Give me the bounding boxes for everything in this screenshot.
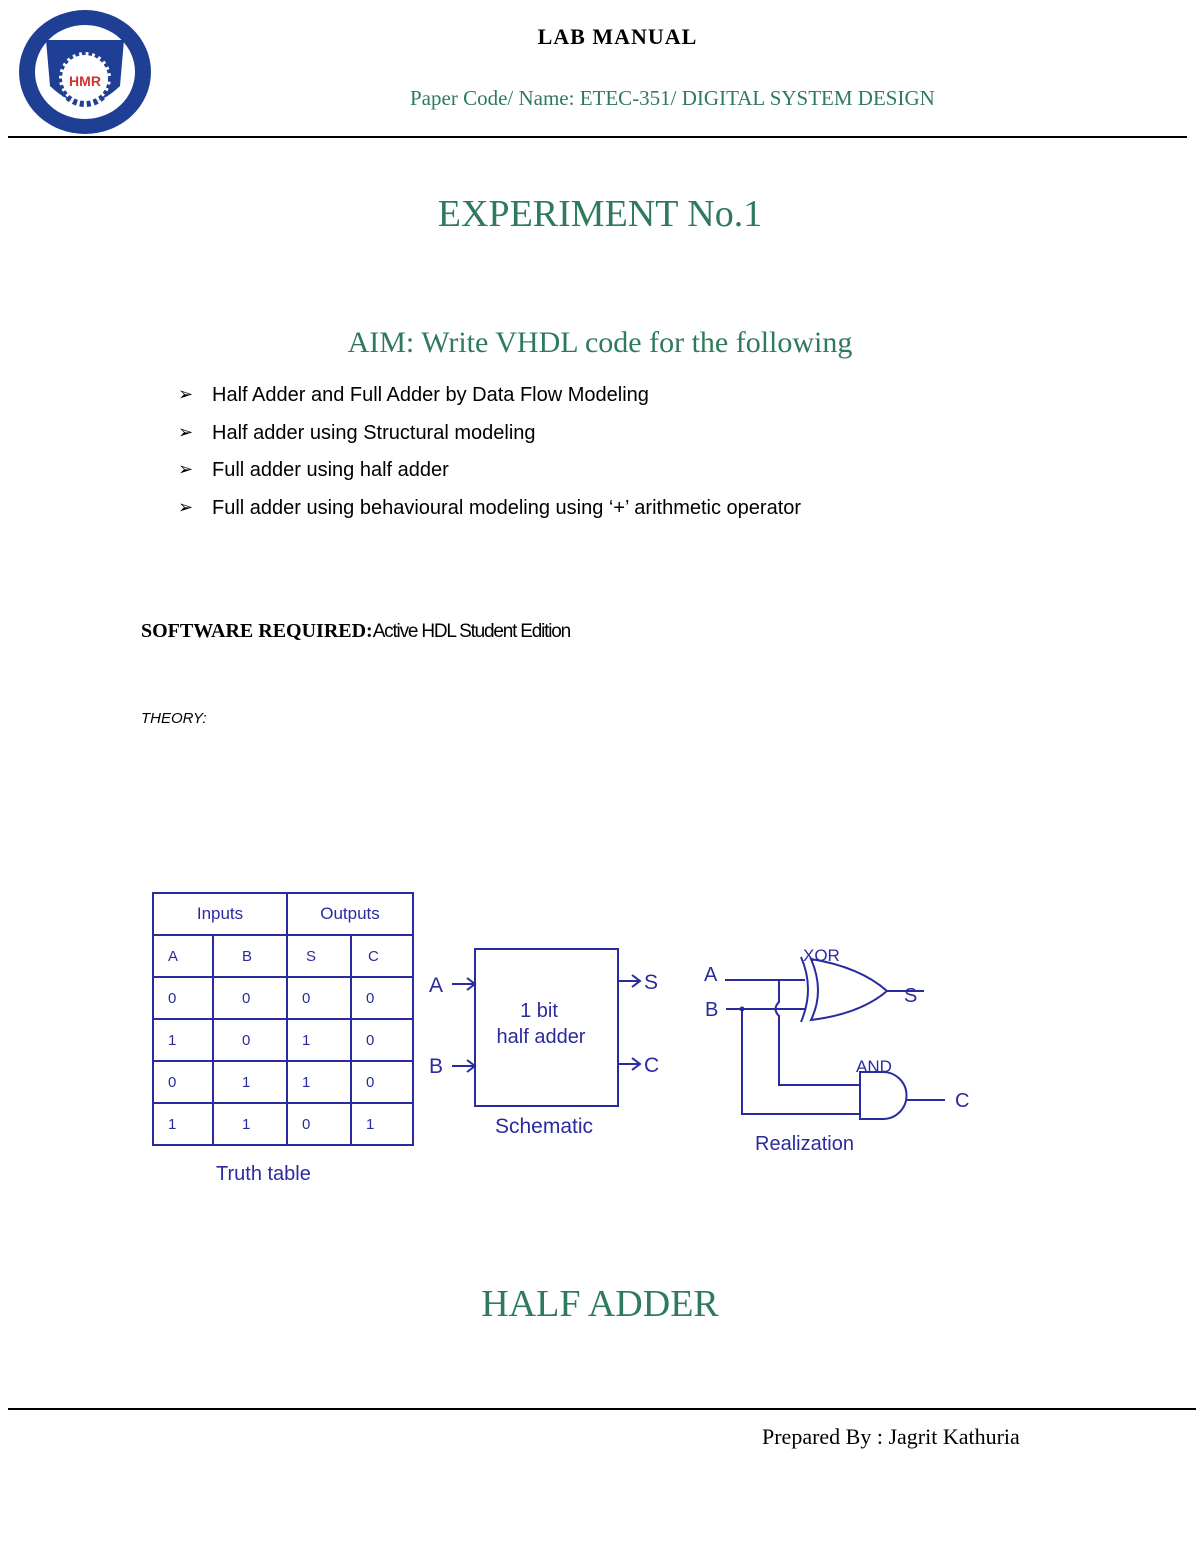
half-adder-box: [474, 948, 619, 1107]
cell: 1: [286, 1018, 352, 1062]
prepared-by: Prepared By : Jagrit Kathuria: [762, 1424, 1020, 1449]
column-c: C: [350, 934, 414, 978]
cell: 1: [350, 1102, 414, 1146]
arrow-bullet-icon: ➢: [178, 459, 194, 480]
list-item: ➢ Half adder using Structural modeling: [178, 422, 801, 460]
arrow-a-icon: [452, 977, 477, 991]
cell: 0: [286, 1102, 352, 1146]
theory-label: THEORY:: [141, 710, 207, 727]
schematic-output-c: C: [644, 1054, 659, 1077]
cell: 1: [286, 1060, 352, 1104]
manual-title: LAB MANUAL: [537, 24, 698, 49]
realization-input-b: B: [705, 999, 718, 1021]
arrow-bullet-icon: ➢: [178, 421, 194, 442]
list-item-text: Full adder using half adder: [212, 459, 449, 482]
header-divider: [8, 136, 1187, 138]
and-gate-icon: [859, 1071, 908, 1120]
xor-label: XOR: [803, 946, 840, 965]
list-item: ➢ Full adder using behavioural modeling u…: [178, 497, 801, 535]
section-title: HALF ADDER: [481, 1283, 719, 1325]
aim-heading: AIM: Write VHDL code for the following: [347, 326, 853, 359]
column-b: B: [212, 934, 288, 978]
aim-list: ➢ Half Adder and Full Adder by Data Flow …: [178, 384, 801, 535]
cell: 0: [286, 976, 352, 1020]
experiment-title: EXPERIMENT No.1: [437, 193, 763, 235]
column-s: S: [286, 934, 352, 978]
arrow-bullet-icon: ➢: [178, 497, 194, 518]
software-value: Active HDL Student Edition: [372, 621, 571, 642]
list-item-text: Half adder using Structural modeling: [212, 421, 536, 444]
table-column-row: A B S C: [152, 934, 414, 978]
realization-output-c: C: [955, 1090, 969, 1112]
inputs-header: Inputs: [152, 892, 288, 936]
arrow-s-icon: [618, 974, 642, 988]
software-required: SOFTWARE REQUIRED:Active HDL Student Edi…: [141, 620, 571, 643]
realization-circuit: [725, 956, 945, 1120]
schematic-input-a: A: [429, 974, 443, 997]
software-label: SOFTWARE REQUIRED:: [141, 620, 373, 642]
column-a: A: [152, 934, 214, 978]
realization-input-a: A: [704, 964, 718, 986]
paper-code: Paper Code/ Name: ETEC-351/ DIGITAL SYST…: [410, 86, 935, 110]
xor-gate-icon: [809, 957, 889, 1022]
cell: 0: [152, 1060, 214, 1104]
realization-caption: Realization: [755, 1133, 854, 1155]
footer-divider: [8, 1408, 1196, 1410]
xor-gate-back: [800, 956, 809, 1023]
outputs-header: Outputs: [286, 892, 414, 936]
cell: 0: [152, 976, 214, 1020]
schematic-label-line2: half adder: [497, 1026, 586, 1048]
table-header-row: Inputs Outputs: [152, 892, 414, 936]
institute-logo: HMR: [19, 10, 151, 134]
list-item: ➢ Half Adder and Full Adder by Data Flow …: [178, 384, 801, 422]
list-item-text: Half Adder and Full Adder by Data Flow M…: [212, 384, 649, 406]
schematic-caption: Schematic: [495, 1115, 593, 1138]
schematic-label-line1: 1 bit: [520, 1000, 558, 1022]
half-adder-diagram: A B S C 1 bit half adder Schematic A B X…: [429, 946, 969, 1155]
arrow-b-icon: [452, 1059, 477, 1073]
cell: 0: [350, 976, 414, 1020]
junction-dot: [739, 1006, 745, 1012]
logo-text: HMR: [69, 73, 101, 89]
and-label: AND: [856, 1057, 892, 1076]
cell: 1: [212, 1102, 288, 1146]
schematic-input-b: B: [429, 1055, 443, 1078]
cell: 1: [152, 1102, 214, 1146]
schematic-output-s: S: [644, 971, 658, 994]
cell: 0: [212, 1018, 288, 1062]
arrow-c-icon: [618, 1057, 642, 1071]
cell: 0: [350, 1060, 414, 1104]
cell: 1: [212, 1060, 288, 1104]
list-item: ➢ Full adder using half adder: [178, 459, 801, 497]
cell: 0: [212, 976, 288, 1020]
truth-table-caption: Truth table: [216, 1163, 311, 1185]
cell: 0: [350, 1018, 414, 1062]
list-item-text: Full adder using behavioural modeling us…: [212, 497, 802, 520]
cell: 1: [152, 1018, 214, 1062]
schematic-block: [452, 948, 642, 1107]
realization-output-s: S: [904, 985, 917, 1007]
arrow-bullet-icon: ➢: [178, 384, 194, 404]
